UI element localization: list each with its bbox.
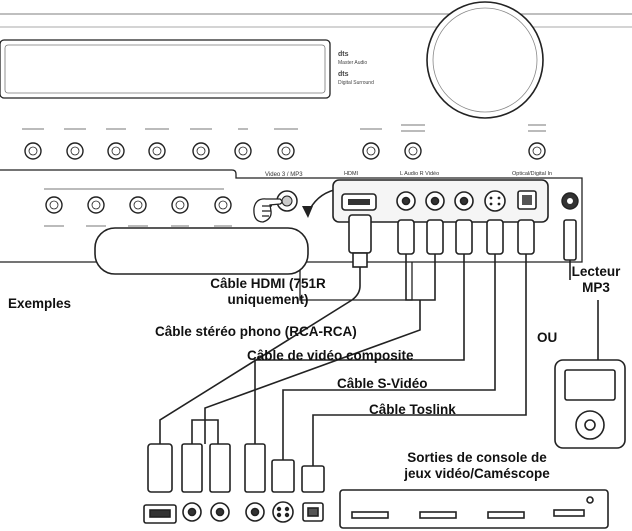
front-buttons-row2[interactable] [45, 196, 232, 214]
toslink-cable-label: Câble Toslink [369, 402, 456, 417]
mp3-label-line2: MP3 [582, 280, 610, 295]
console-box [339, 489, 609, 529]
console-outputs-label: Sorties de console de jeux vidéo/Camésco… [382, 450, 572, 482]
curved-arrow-icon [307, 189, 335, 214]
video3-mp3-label: Video 3 / MP3 [265, 172, 303, 178]
svg-text:dts: dts [338, 51, 349, 58]
cable-rca-stereo [191, 219, 444, 444]
front-flap [94, 227, 309, 275]
cable-mp3 [563, 219, 599, 360]
svg-text:Digital Surround: Digital Surround [338, 80, 374, 86]
svideo-jack[interactable] [484, 190, 506, 212]
pointing-hand-icon [253, 198, 283, 223]
optical-jack[interactable] [517, 190, 537, 210]
svideo-cable-label: Câble S-Vidéo [337, 376, 428, 391]
hdmi-plug [143, 443, 177, 524]
composite-cable-label: Câble de vidéo composite [247, 348, 414, 363]
toslink-plug [301, 465, 325, 522]
svg-text:HDMI: HDMI [344, 171, 359, 177]
rca-cable-label: Câble stéréo phono (RCA-RCA) [155, 324, 357, 339]
rca-jacks[interactable] [396, 191, 474, 211]
rca-plugs [181, 443, 266, 522]
button-captions [22, 124, 546, 227]
svg-text:Master Audio: Master Audio [338, 60, 367, 66]
or-label: OU [537, 330, 558, 345]
mp3-label-line1: Lecteur [571, 264, 621, 279]
svideo-plug [271, 459, 295, 523]
mp3-jack[interactable] [561, 192, 579, 210]
svg-text:dts: dts [338, 71, 349, 78]
volume-knob[interactable] [426, 1, 544, 119]
cable-toslink [312, 219, 535, 466]
hdmi-cable-label-line1: Câble HDMI (751R [210, 276, 326, 291]
hdmi-cable-label: Câble HDMI (751R uniquement) [188, 276, 348, 308]
display-window [0, 39, 331, 99]
mp3-player-label: Lecteur MP3 [566, 264, 626, 296]
dts-logo: dts Master Audio dts Digital Surround [338, 51, 374, 86]
video3-mp3-jack[interactable] [276, 190, 298, 212]
front-buttons-row1[interactable] [24, 142, 546, 160]
console-label-line2: jeux vidéo/Caméscope [404, 466, 550, 481]
console-label-line1: Sorties de console de [407, 450, 547, 465]
hdmi-cable-label-line2: uniquement) [227, 292, 309, 307]
cable-svideo [282, 219, 504, 460]
svg-text:L Audio R Vidéo: L Audio R Vidéo [400, 171, 439, 177]
cable-composite [254, 219, 473, 444]
examples-label: Exemples [8, 296, 72, 311]
svg-text:Optical/Digital In: Optical/Digital In [512, 171, 552, 177]
cable-hdmi [159, 214, 372, 444]
mp3-player-icon [554, 359, 626, 449]
